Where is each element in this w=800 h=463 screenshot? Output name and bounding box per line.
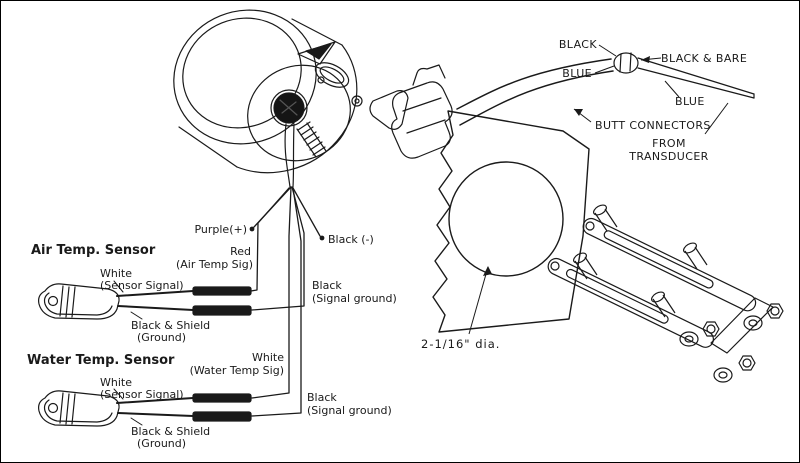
air-sensor-title: Air Temp. Sensor: [31, 243, 156, 258]
washer: [743, 315, 763, 331]
splice-block: [192, 393, 252, 403]
label-water-sig-sub: (Water Temp Sig): [190, 364, 284, 377]
sensor-lead-white: [116, 397, 194, 404]
wire-black-minus: [292, 187, 321, 237]
arrowhead-black-bare: [641, 56, 650, 63]
hex-nut: [702, 321, 720, 337]
splice-block: [192, 286, 252, 296]
hex-nut: [738, 355, 756, 371]
hole-diameter-label: 2-1/16" dia.: [421, 337, 500, 351]
water-sensor-ground-sub: (Ground): [137, 437, 186, 450]
label-red: Red: [230, 245, 251, 258]
splice-block: [192, 411, 252, 422]
label-black-minus: Black (-): [328, 233, 374, 246]
gauge-threaded-stud: [296, 121, 327, 158]
bracket-studs: [573, 204, 708, 318]
leader-lines-top: [573, 44, 729, 135]
water-sensor-signal: White: [100, 376, 132, 389]
hole-dia-leader: [468, 266, 492, 335]
label-blue-2: BLUE: [675, 95, 705, 108]
bare-wire: [637, 57, 755, 99]
label-water-ground-sub: (Signal ground): [307, 404, 392, 417]
bracket-hardware: [679, 303, 784, 383]
air-sensor-ground-sub: (Ground): [137, 331, 186, 344]
sensor-mount-hole: [47, 402, 59, 414]
wire-black-water-ground: [251, 187, 302, 417]
wire-red-air-sig: [250, 187, 290, 292]
air-sensor-ground: Black & Shield: [131, 319, 210, 332]
label-water-sig: White: [252, 351, 284, 364]
labels: BLACK BLUE BLACK & BARE BLUE BUTT CONNEC…: [27, 38, 747, 450]
water-temp-sensor: [38, 388, 252, 427]
label-from: FROM: [652, 137, 686, 150]
label-black: BLACK: [559, 38, 598, 51]
sensor-lead-ground: [117, 412, 194, 417]
sensor-mount-hole: [47, 295, 59, 307]
water-sensor-ground: Black & Shield: [131, 425, 210, 438]
transducer-cable: [456, 58, 614, 126]
gauge-wire-fan: [249, 186, 325, 417]
water-sensor-signal-sub: (Sensor Signal): [100, 388, 184, 401]
splice-block: [192, 305, 252, 316]
butt-connector: [613, 52, 755, 99]
label-blue: BLUE: [562, 67, 592, 80]
wire-end-dot: [319, 235, 325, 241]
air-sensor-signal: White: [100, 267, 132, 280]
gauge-body: [173, 9, 363, 188]
wire-white-water-sig: [251, 186, 292, 399]
washer: [679, 331, 699, 347]
gauge-side-terminal: [351, 95, 363, 107]
washer: [713, 367, 733, 383]
label-red-sub: (Air Temp Sig): [176, 258, 253, 271]
sensor-lead-ground: [117, 305, 194, 311]
sensor-lead-white: [116, 290, 194, 297]
label-butt-connectors: BUTT CONNECTORS: [595, 119, 711, 132]
arrowhead-hole-dia: [483, 266, 492, 276]
label-purple: Purple(+): [194, 223, 247, 236]
water-sensor-title: Water Temp. Sensor: [27, 353, 175, 368]
wire-black-air-ground: [251, 186, 305, 311]
label-air-ground-sub: (Signal ground): [312, 292, 397, 305]
label-water-ground: Black: [307, 391, 337, 404]
gauge-window: [314, 62, 350, 88]
dash-panel: [432, 110, 590, 335]
label-transducer: TRANSDUCER: [628, 150, 708, 163]
panel-hole: [448, 161, 564, 277]
label-black-and-bare: BLACK & BARE: [661, 52, 747, 65]
gauge-clip: [297, 41, 336, 65]
arrowhead-butt-connectors: [574, 109, 583, 116]
mounting-bracket: [547, 204, 784, 383]
wire-end-dot: [249, 226, 255, 232]
air-temp-sensor: [38, 280, 252, 320]
label-air-ground: Black: [312, 279, 342, 292]
air-sensor-signal-sub: (Sensor Signal): [100, 279, 184, 292]
hex-nut: [766, 303, 784, 319]
gauge-wire-grommet: [270, 89, 308, 127]
connector-plug: [369, 64, 453, 159]
